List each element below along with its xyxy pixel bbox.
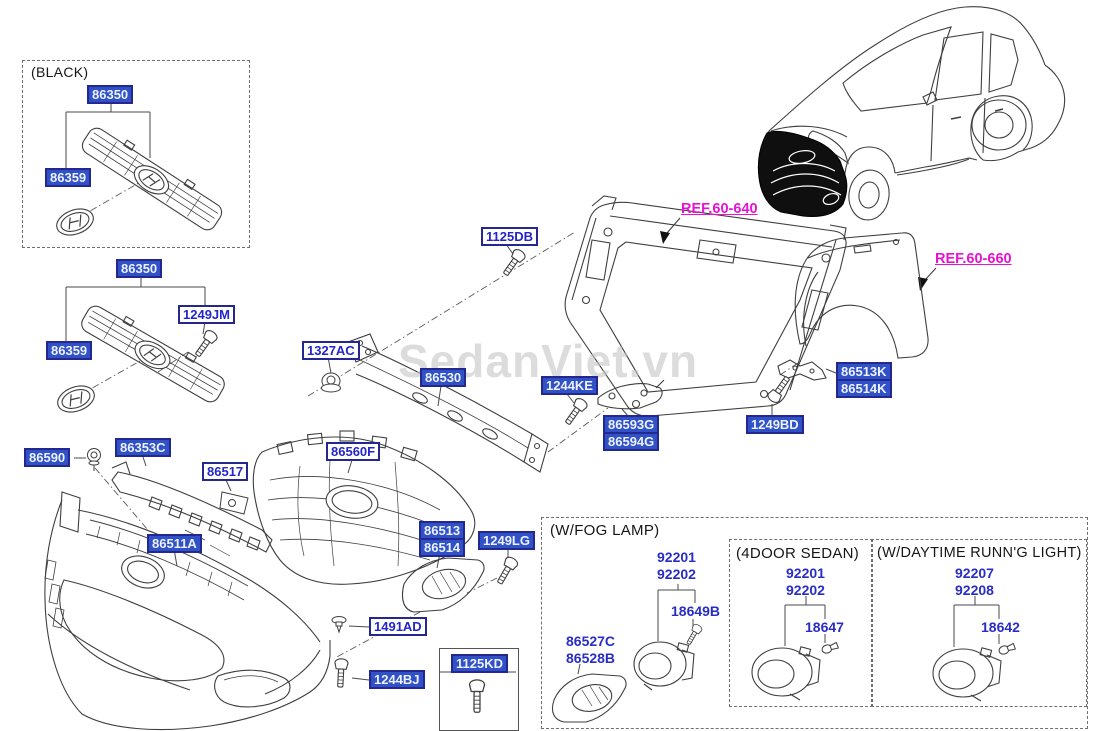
fog-box-title: (W/FOG LAMP) [550, 522, 660, 539]
fog-lamp-variant-box [541, 517, 1088, 729]
part-label-86350[interactable]: 86350 [116, 259, 163, 278]
part-number-92201-92202-fog[interactable]: 92201 92202 [657, 549, 696, 583]
part-label-1491ad[interactable]: 1491AD [369, 617, 427, 636]
part-number-92202-sedan[interactable]: 92202 [786, 582, 825, 598]
part-label-1244ke[interactable]: 1244KE [541, 376, 598, 395]
bolt-1249lg [493, 554, 520, 587]
part-label-86590[interactable]: 86590 [24, 448, 71, 467]
part-label-86560f[interactable]: 86560F [326, 442, 381, 461]
front-fender [794, 232, 929, 359]
bumper-side-bracket-86593g [597, 379, 665, 410]
part-label-1327ac[interactable]: 1327AC [302, 341, 360, 360]
part-label-86530[interactable]: 86530 [420, 368, 467, 387]
part-number-92207[interactable]: 92207 [955, 565, 994, 581]
drl-variant-box [871, 539, 1087, 707]
part-label-86359[interactable]: 86359 [46, 341, 93, 360]
front-bumper-cover [44, 491, 331, 731]
bolt-1125db [499, 246, 528, 279]
part-number-92202[interactable]: 92202 [657, 566, 696, 582]
part-number-92201[interactable]: 92201 [657, 549, 696, 565]
bolt-1244bj [333, 657, 349, 688]
part-label-1125kd[interactable]: 1125KD [451, 654, 508, 673]
fog-lamp-unit-sedan [751, 646, 821, 701]
nut-1327ac [321, 372, 341, 393]
part-label-86359-black[interactable]: 86359 [45, 168, 92, 187]
part-label-86593g[interactable]: 86593G [603, 415, 660, 434]
part-label-group-86513k: 86513K 86514K [836, 362, 892, 398]
part-number-92208[interactable]: 92208 [955, 582, 994, 598]
car-illustration [757, 6, 1066, 221]
part-label-1125db[interactable]: 1125DB [481, 227, 538, 246]
part-number-92201-92202-sedan[interactable]: 92201 92202 [786, 565, 825, 599]
cover-86517 [219, 491, 249, 515]
ref-link-60-660[interactable]: REF.60-660 [935, 251, 1012, 267]
part-label-group-86593g: 86593G 86594G [603, 415, 660, 451]
part-number-18647[interactable]: 18647 [805, 619, 844, 635]
bolt-1249jm [191, 327, 220, 360]
part-label-1249lg[interactable]: 1249LG [478, 531, 535, 550]
part-label-86511a[interactable]: 86511A [147, 534, 202, 553]
black-variant-box [22, 60, 250, 248]
black-box-title: (BLACK) [31, 64, 89, 80]
part-label-1249jm[interactable]: 1249JM [178, 305, 235, 324]
part-number-18649b[interactable]: 18649B [671, 603, 721, 619]
part-label-86350-black[interactable]: 86350 [87, 85, 134, 104]
sedan-variant-box [729, 539, 873, 707]
part-label-86353c[interactable]: 86353C [115, 438, 171, 457]
drl-box-title: (W/DAYTIME RUNN'G LIGHT) [877, 545, 1082, 561]
clip-1491ad [331, 616, 347, 634]
fog-lamp-cover-86513 [401, 557, 485, 613]
bolt-1249bd [765, 373, 794, 406]
part-number-18642[interactable]: 18642 [981, 619, 1020, 635]
part-label-1244bj[interactable]: 1244BJ [369, 670, 425, 689]
part-label-1249bd[interactable]: 1249BD [746, 415, 804, 434]
fog-lamp-unit-drl [932, 647, 1002, 702]
part-number-86528b[interactable]: 86528B [566, 650, 616, 666]
part-label-86513[interactable]: 86513 [419, 521, 466, 540]
part-label-group-86513: 86513 86514 [419, 521, 466, 557]
part-label-86514[interactable]: 86514 [419, 538, 466, 557]
screw-86590 [87, 448, 101, 471]
part-label-86514k[interactable]: 86514K [836, 379, 892, 398]
fog-lamp-unit [633, 641, 695, 691]
part-number-86527c-86528b[interactable]: 86527C 86528B [566, 633, 615, 667]
bolt-1244ke [561, 395, 590, 428]
grille-upper-strip-86353c [111, 461, 273, 553]
part-number-92201-sedan[interactable]: 92201 [786, 565, 825, 581]
front-bumper-grille-86560f [252, 430, 476, 585]
part-label-86594g[interactable]: 86594G [603, 432, 660, 451]
part-number-86527c[interactable]: 86527C [566, 633, 616, 649]
ref-link-60-640[interactable]: REF.60-640 [681, 201, 758, 217]
part-number-92207-92208-drl[interactable]: 92207 92208 [955, 565, 994, 599]
fog-lamp-bezel-86527c [551, 673, 627, 723]
part-label-86517[interactable]: 86517 [202, 462, 249, 481]
sedan-box-title: (4DOOR SEDAN) [736, 545, 860, 562]
